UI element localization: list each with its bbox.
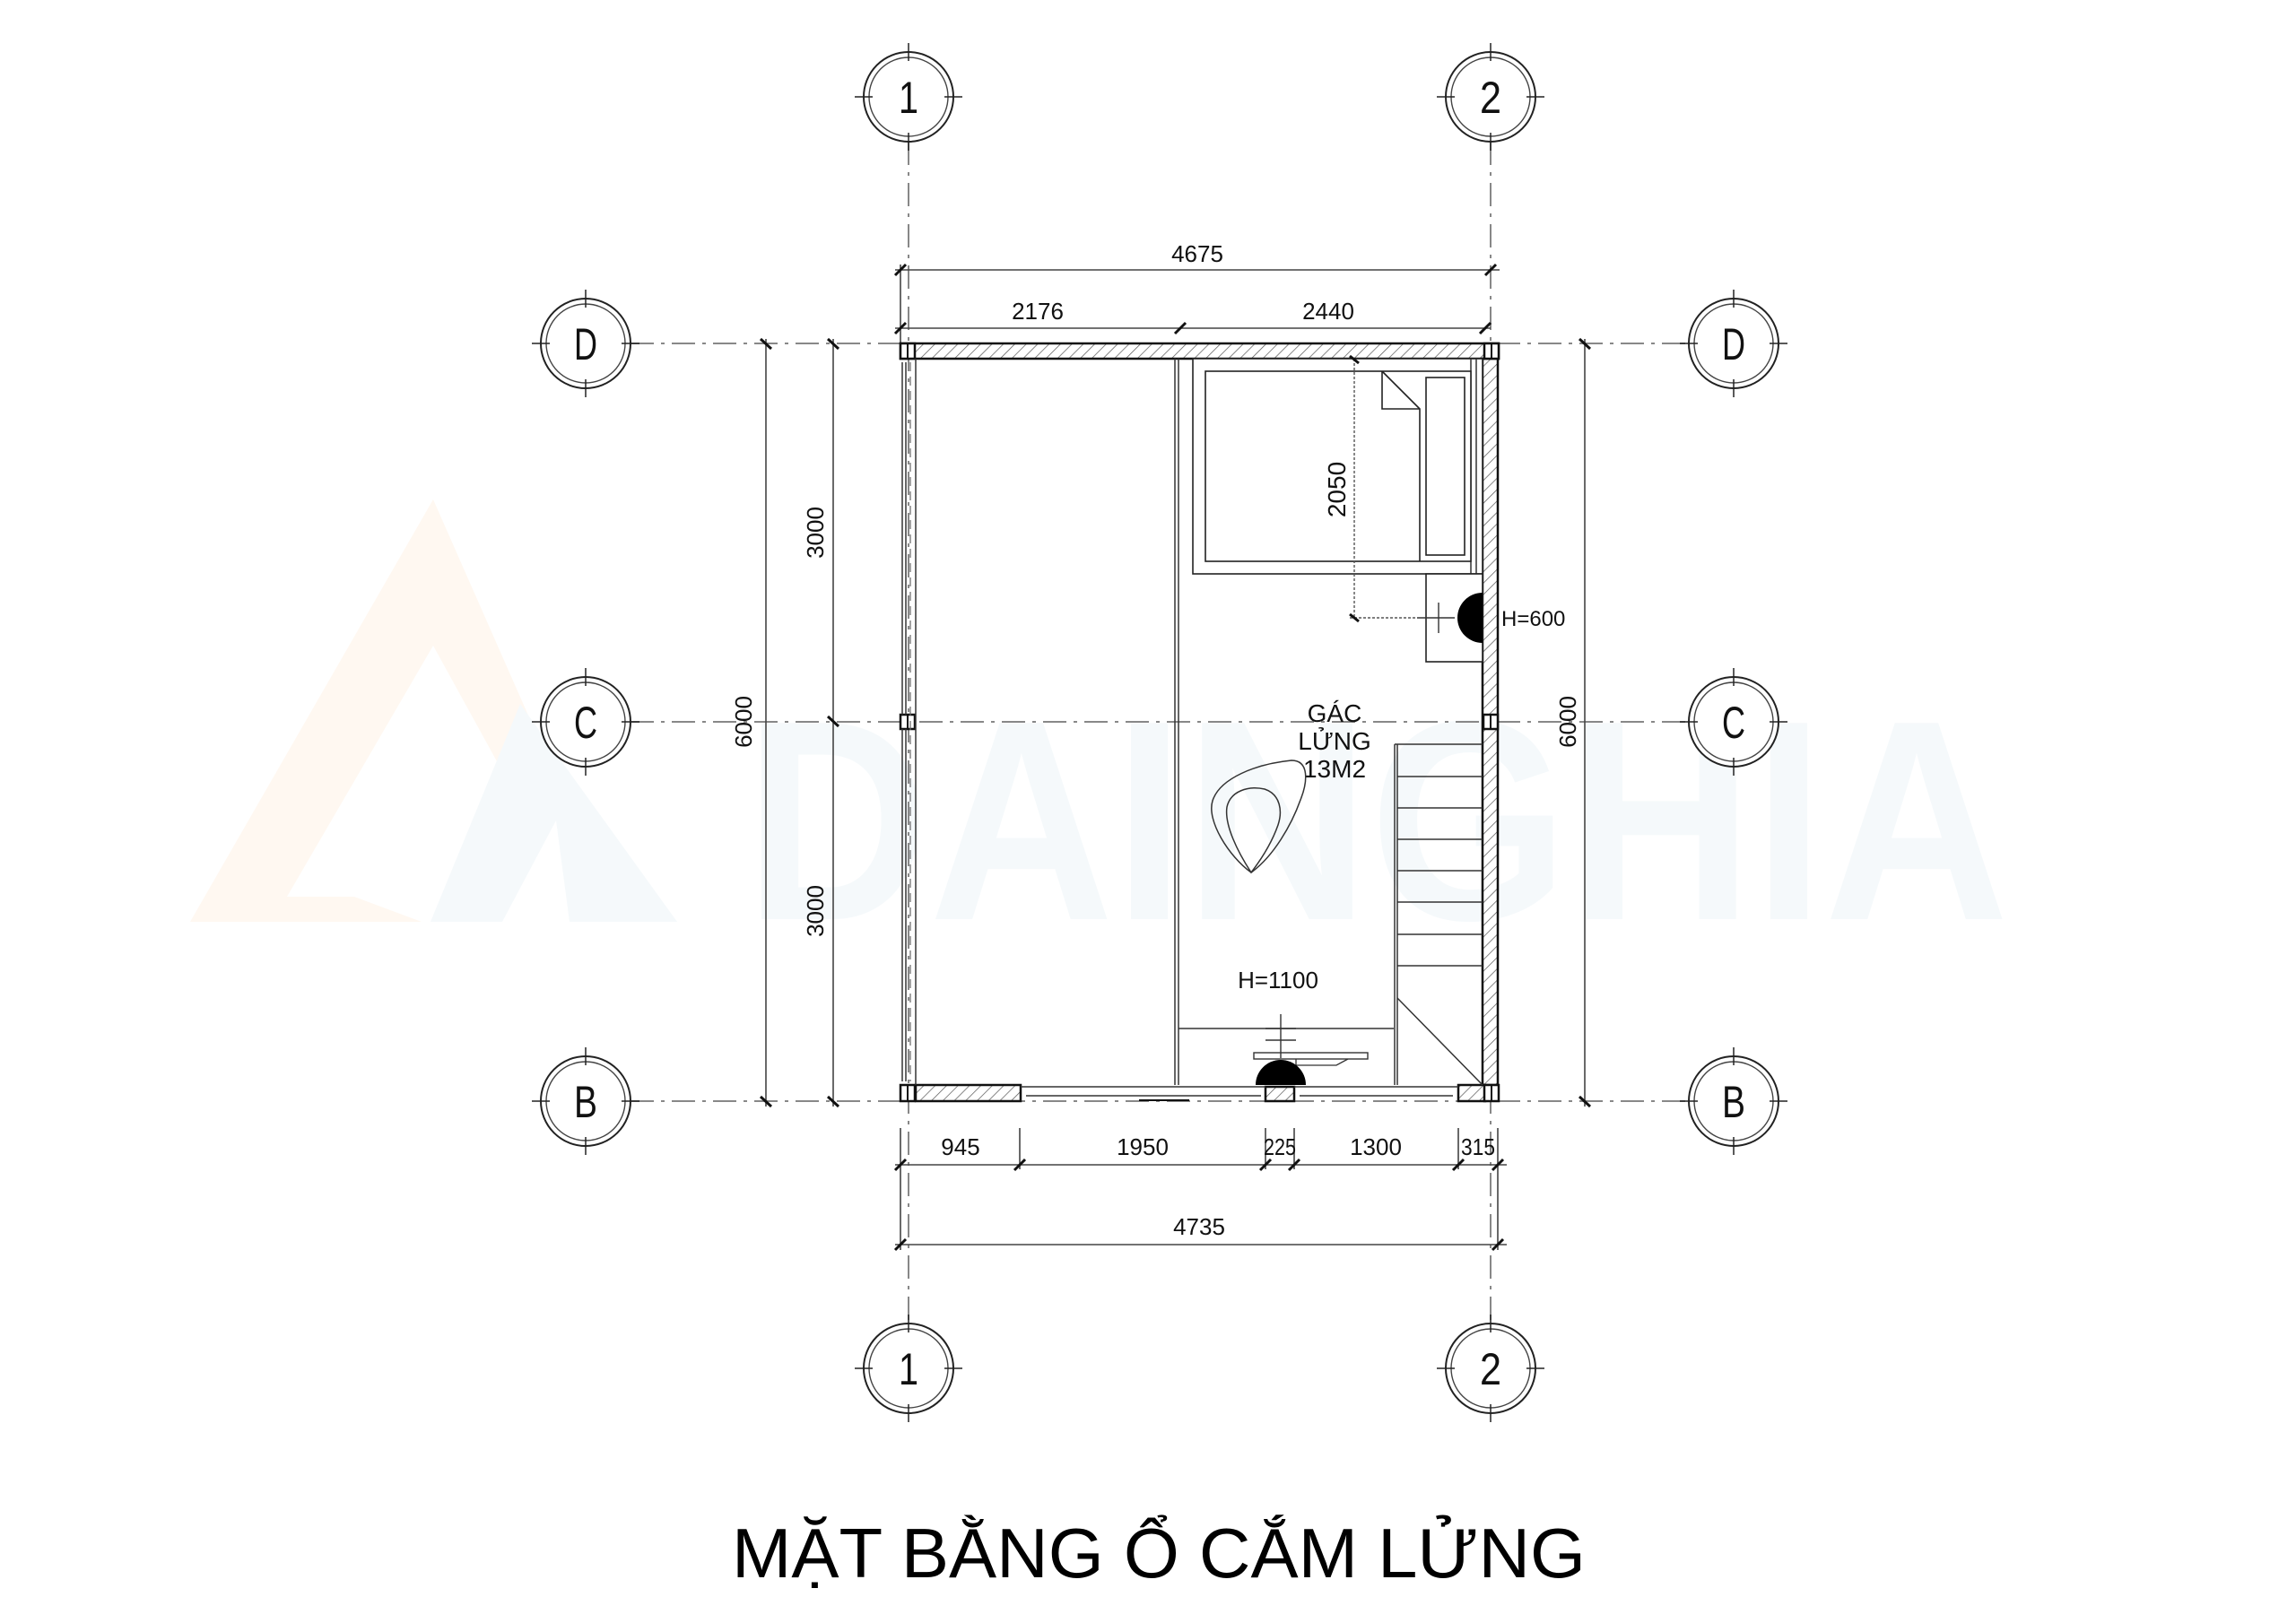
grid-bubble-b-right: B [1680,1047,1787,1155]
watermark-triangle-blue [430,704,677,922]
svg-text:LỬNG: LỬNG [1298,726,1370,755]
drawing-title: MẶT BẰNG Ổ CẮM LỬNG [732,1514,1586,1593]
svg-text:B: B [1722,1077,1745,1127]
desk-shelf [1253,1052,1369,1060]
svg-text:13M2: 13M2 [1303,755,1366,783]
svg-text:2: 2 [1480,73,1501,123]
interior-divider [1174,359,1179,1085]
svg-text:945: 945 [941,1133,979,1160]
lounge-chair [1211,759,1307,874]
top-dimension-chain: 4675 2176 2440 [893,240,1500,343]
svg-text:1: 1 [899,73,918,123]
grid-bubble-1-top: 1 [855,43,962,151]
svg-text:2: 2 [1480,1344,1501,1394]
svg-text:2050: 2050 [1323,462,1351,517]
svg-text:315: 315 [1461,1133,1495,1160]
grid-bubble-b-left: B [532,1047,639,1155]
bottom-openings [1021,1086,1458,1101]
grid-bubble-d-left: D [532,290,639,397]
svg-text:1950: 1950 [1117,1133,1169,1160]
wall-bottom-left [914,1083,1022,1103]
grid-bubble-2-top: 2 [1437,43,1544,151]
grid-bubble-c-left: C [532,668,639,776]
grid-bubble-2-bottom: 2 [1437,1315,1544,1422]
desk: H=1100 [1178,967,1394,1066]
svg-text:225: 225 [1264,1133,1296,1160]
svg-text:6000: 6000 [730,696,757,748]
bed-pillow [1425,377,1465,556]
socket-h600: H=600 [1417,593,1565,643]
wall-bottom-right [1457,1083,1487,1103]
svg-text:H=600: H=600 [1501,607,1565,631]
grid-bubble-1-bottom: 1 [855,1315,962,1422]
room-label: GÁC LỬNG 13M2 [1298,699,1370,783]
socket-h1100 [1256,1014,1306,1085]
svg-text:GÁC: GÁC [1308,699,1362,727]
svg-text:C: C [1722,698,1745,748]
bottom-dimension-chain: 945 1950 225 1300 315 4735 [893,1128,1507,1252]
left-glass-partition [901,359,917,1085]
bed [1192,358,1483,575]
bed-dimension: 2050 [1323,354,1417,623]
left-dimension-chain: 6000 3000 3000 [730,337,840,1108]
svg-text:2440: 2440 [1302,298,1354,325]
svg-text:6000: 6000 [1554,696,1581,748]
svg-text:D: D [1722,319,1745,369]
svg-text:C: C [574,698,597,748]
wall-bottom-pillar [1264,1085,1296,1103]
svg-text:D: D [574,319,597,369]
watermark-text: DAINGHIA [744,662,2009,980]
socket-icon [1256,1060,1306,1085]
right-dimension-chain: 6000 [1554,337,1592,1108]
grid-bubble-d-right: D [1680,290,1787,397]
svg-text:4675: 4675 [1171,240,1223,267]
watermark-triangle-orange [190,499,529,922]
socket-icon [1457,593,1483,643]
svg-text:B: B [574,1077,597,1127]
staircase [1394,743,1483,1086]
watermark-logo: DAINGHIA [190,499,2009,980]
svg-text:3000: 3000 [802,507,829,559]
svg-text:4735: 4735 [1173,1213,1225,1240]
svg-text:1: 1 [899,1344,918,1394]
grid-bubble-c-right: C [1680,668,1787,776]
walls [899,342,1500,1103]
svg-text:3000: 3000 [802,885,829,937]
svg-text:1300: 1300 [1350,1133,1402,1160]
wall-top [899,342,1500,360]
svg-text:2176: 2176 [1012,298,1064,325]
svg-text:H=1100: H=1100 [1238,967,1318,994]
